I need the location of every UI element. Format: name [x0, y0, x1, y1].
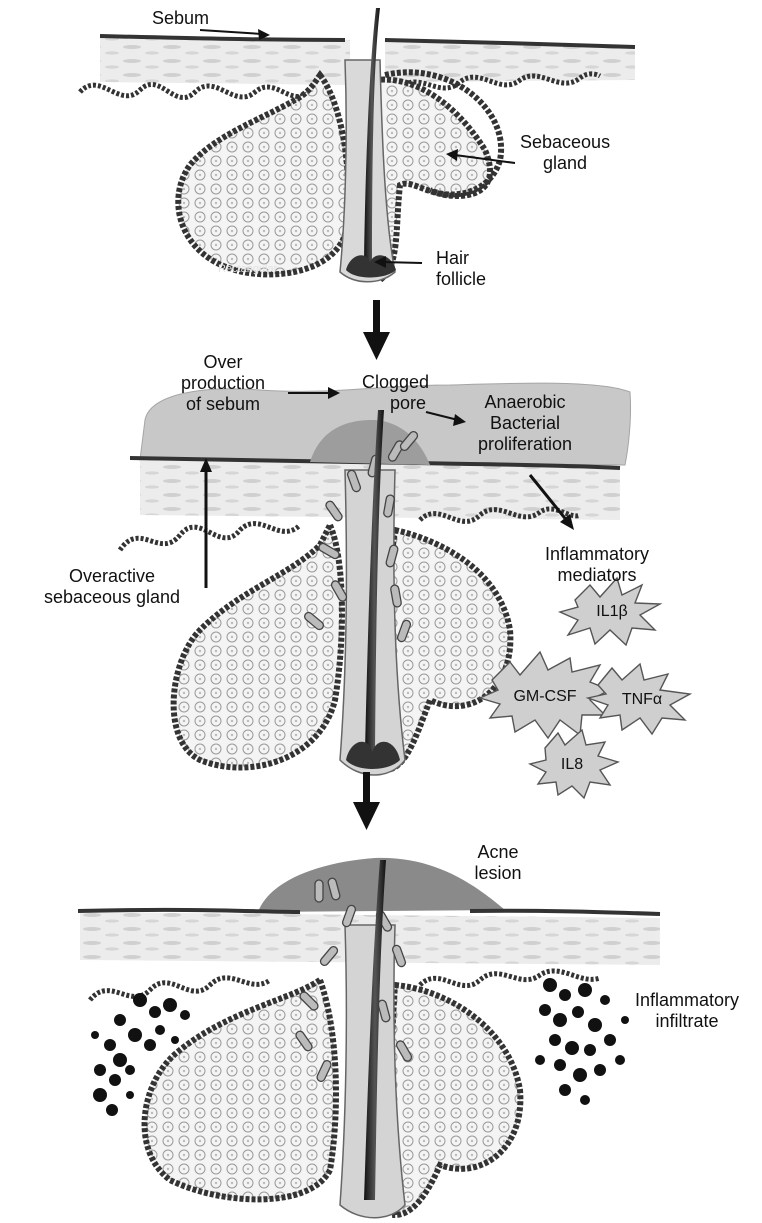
hair-follicle-label-line2: follicle — [436, 269, 486, 290]
clogged-pore-line2: pore — [362, 393, 429, 414]
sebum-label: Sebum — [152, 8, 209, 29]
basement-membrane — [420, 971, 600, 986]
acne-lesion-line2: lesion — [458, 863, 538, 884]
over-production-line1: Over — [168, 352, 278, 373]
sebaceous-gland-label-line1: Sebaceous — [520, 132, 610, 153]
over-production-line2: production — [168, 373, 278, 394]
basement-membrane — [120, 524, 300, 550]
clogged-pore-label: Clogged pore — [362, 372, 429, 414]
overactive-line2: sebaceous gland — [12, 587, 212, 608]
overactive-line1: Overactive — [12, 566, 212, 587]
basement-membrane — [80, 84, 310, 97]
overactive-gland-left — [174, 525, 342, 768]
over-production-line3: of sebum — [168, 394, 278, 415]
anaerobic-line3: proliferation — [455, 434, 595, 455]
basement-membrane — [90, 978, 270, 1000]
inflammatory-infiltrate-line2: infiltrate — [622, 1011, 752, 1032]
dermis-layer — [100, 38, 350, 85]
watermark-text: Rectangular — [218, 259, 277, 280]
inflammatory-mediators-line2: mediators — [532, 565, 662, 586]
inflamed-gland-left — [145, 980, 336, 1199]
hair-follicle-label-line1: Hair — [436, 248, 486, 269]
anaerobic-line2: Bacterial — [455, 413, 595, 434]
overactive-gland-label: Overactive sebaceous gland — [12, 566, 212, 608]
anaerobic-line1: Anaerobic — [455, 392, 595, 413]
clogged-pore-line1: Clogged — [362, 372, 429, 393]
anaerobic-bacterial-label: Anaerobic Bacterial proliferation — [455, 392, 595, 455]
over-production-label: Over production of sebum — [168, 352, 278, 415]
inflammatory-infiltrate-line1: Inflammatory — [622, 990, 752, 1011]
mediator-tnfa-label: TNFα — [622, 691, 662, 709]
inflammatory-infiltrate-right — [535, 978, 629, 1105]
stage-3-acne-lesion — [78, 858, 660, 1218]
inflamed-gland-right — [390, 985, 520, 1215]
inflammatory-mediators-label: Inflammatory mediators — [532, 544, 662, 586]
mediator-gmcsf-label: GM-CSF — [513, 688, 576, 706]
mediator-il1b-label: IL1β — [596, 603, 627, 621]
sebaceous-gland-left — [178, 75, 348, 274]
inflammatory-mediators-line1: Inflammatory — [532, 544, 662, 565]
hair-follicle-label: Hair follicle — [436, 248, 486, 290]
mediator-il8-label: IL8 — [561, 756, 583, 774]
sebaceous-gland-label-line2: gland — [520, 153, 610, 174]
sebaceous-gland-label: Sebaceous gland — [520, 132, 610, 174]
inflammatory-infiltrate-label: Inflammatory infiltrate — [622, 990, 752, 1032]
acne-lesion-line1: Acne — [458, 842, 538, 863]
acne-lesion-label: Acne lesion — [458, 842, 538, 884]
